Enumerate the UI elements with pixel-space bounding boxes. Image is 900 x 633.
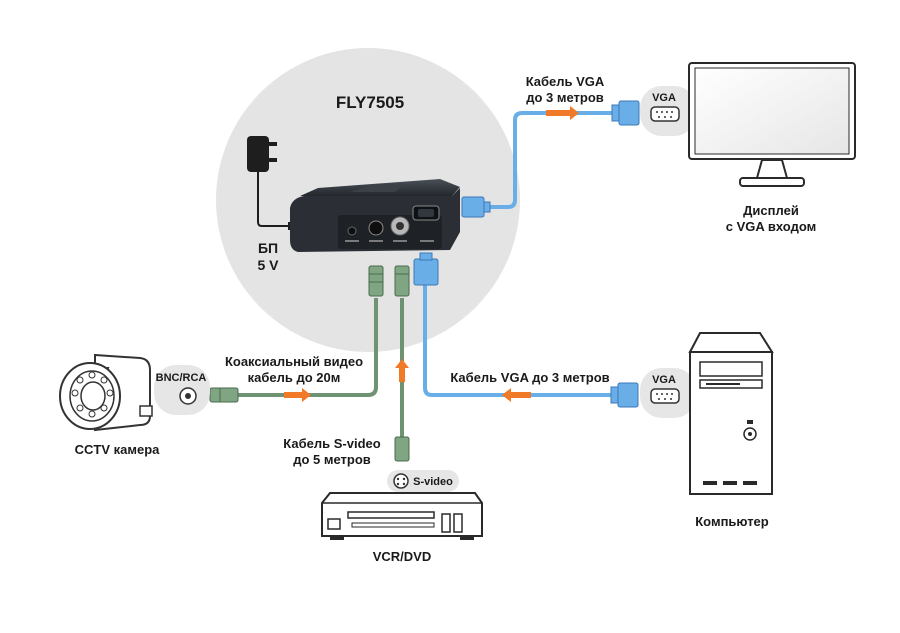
vcr-port-tag: S-video (413, 476, 453, 488)
vga-out-cable-label-line1: Кабель VGA (526, 74, 605, 89)
signal-arrow (395, 359, 409, 382)
signal-arrow (546, 106, 579, 120)
svideo-cable-label-line1: Кабель S-video (283, 436, 380, 451)
computer-port-tag: VGA (652, 374, 676, 386)
computer-label: Компьютер (695, 514, 769, 529)
vcr-label: VCR/DVD (373, 549, 432, 564)
vga-output-cable (461, 100, 640, 218)
device-title: FLY7505 (336, 93, 404, 112)
coax-cable-label-line1: Коаксиальный видео (225, 354, 363, 369)
monitor-label-line1: Дисплей (743, 203, 799, 218)
vga-in-cable-label: Кабель VGA до 3 метров (450, 370, 609, 385)
computer-tower: VGA (640, 332, 774, 495)
power-label-line2: 5 V (257, 257, 279, 273)
coax-cable (209, 265, 384, 403)
power-label-line1: БП (258, 240, 278, 256)
svideo-cable (394, 265, 410, 462)
coax-cable-label-line2: кабель до 20м (248, 370, 341, 385)
signal-arrow (502, 388, 531, 402)
svideo-cable-label-line2: до 5 метров (293, 452, 371, 467)
monitor-port-tag: VGA (652, 92, 676, 104)
vga-out-cable-label-line2: до 3 метров (526, 90, 604, 105)
vcr-dvd-player: S-video (321, 470, 483, 540)
cctv-camera: BNC/RCA (59, 353, 210, 432)
converter-device (290, 179, 460, 252)
monitor: VGA (640, 62, 856, 187)
monitor-label-line2: с VGA входом (726, 219, 816, 234)
vga-input-cable (413, 252, 639, 408)
camera-port-tag: BNC/RCA (156, 372, 207, 384)
signal-arrow (284, 388, 311, 402)
camera-label: CCTV камера (75, 442, 161, 457)
